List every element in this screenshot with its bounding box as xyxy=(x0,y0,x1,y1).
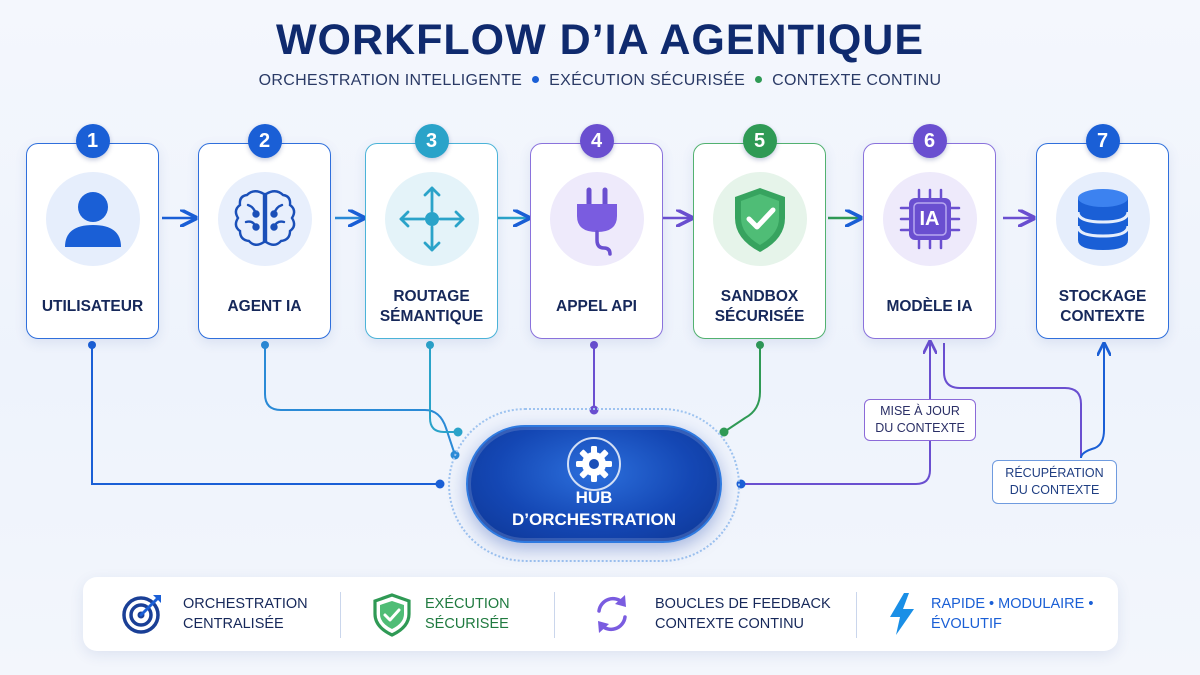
plug-icon xyxy=(549,172,644,266)
refresh-cycle-icon xyxy=(597,595,627,633)
target-icon xyxy=(122,595,161,634)
node-appel-api[interactable]: 4 APPEL API xyxy=(530,124,663,339)
routing-arrows-icon xyxy=(384,172,479,266)
note-mise-a-jour-contexte: MISE À JOUR DU CONTEXTE xyxy=(864,399,976,441)
node-number-badge: 1 xyxy=(75,124,110,158)
link-retrieval-storage xyxy=(1080,345,1104,459)
footer-divider xyxy=(554,592,555,638)
feature-text: EXÉCUTION SÉCURISÉE xyxy=(425,596,510,632)
feature-text: RAPIDE • MODULAIRE • ÉVOLUTIF xyxy=(931,596,1094,632)
node-agent-ia[interactable]: 2 AGENT IA xyxy=(198,124,331,339)
features-footer: ORCHESTRATION CENTRALISÉE EXÉCUTION SÉCU… xyxy=(83,577,1118,651)
node-number-badge: 3 xyxy=(414,124,449,158)
lightning-icon xyxy=(890,593,914,635)
orchestration-hub[interactable]: HUB D’ORCHESTRATION xyxy=(466,425,722,543)
feature-execution: EXÉCUTION SÉCURISÉE xyxy=(369,577,569,651)
chip-text: IA xyxy=(919,208,940,230)
node-utilisateur[interactable]: 1 UTILISATEUR xyxy=(26,124,159,339)
user-icon xyxy=(45,172,140,266)
feature-rapide: RAPIDE • MODULAIRE • ÉVOLUTIF xyxy=(887,577,1102,651)
node-label: UTILISATEUR xyxy=(41,297,144,315)
feature-text: ORCHESTRATION CENTRALISÉE xyxy=(183,596,308,632)
subtitle-part-2: EXÉCUTION SÉCURISÉE xyxy=(549,72,746,89)
node-number-badge: 7 xyxy=(1085,124,1120,158)
node-label: ROUTAGE SÉMANTIQUE xyxy=(379,287,484,325)
shield-check-icon xyxy=(712,172,807,266)
node-label: AGENT IA xyxy=(227,297,302,315)
page-subtitle: ORCHESTRATION INTELLIGENTE EXÉCUTION SÉCU… xyxy=(0,72,1200,90)
node-number-badge: 5 xyxy=(742,124,777,158)
feature-orchestration: ORCHESTRATION CENTRALISÉE xyxy=(119,577,349,651)
brain-icon xyxy=(217,172,312,266)
shield-check-icon xyxy=(373,593,411,637)
node-modele-ia[interactable]: 6 IA MODÈLE IA xyxy=(863,124,996,339)
footer-divider xyxy=(340,592,341,638)
gear-icon xyxy=(567,437,621,491)
subtitle-dot-green xyxy=(755,76,763,84)
hub-label: HUB D’ORCHESTRATION xyxy=(511,488,676,529)
link-routing-hub xyxy=(429,345,458,433)
subtitle-part-3: CONTEXTE CONTINU xyxy=(772,72,942,89)
node-number-badge: 4 xyxy=(579,124,614,158)
node-label: APPEL API xyxy=(556,297,637,315)
link-storage-model xyxy=(943,343,1082,458)
link-sandbox-hub xyxy=(723,345,761,433)
note-recuperation-contexte: RÉCUPÉRATION DU CONTEXTE xyxy=(992,460,1117,504)
node-sandbox-securisee[interactable]: 5 SANDBOX SÉCURISÉE xyxy=(693,124,826,339)
hub-dotted-ring xyxy=(448,408,740,562)
node-label: STOCKAGE CONTEXTE xyxy=(1058,287,1147,325)
subtitle-part-1: ORCHESTRATION INTELLIGENTE xyxy=(258,72,523,89)
node-number-badge: 2 xyxy=(247,124,282,158)
node-number-badge: 6 xyxy=(912,124,947,158)
subtitle-dot-blue xyxy=(532,76,540,84)
node-stockage-contexte[interactable]: 7 STOCKAGE CONTEXTE xyxy=(1036,124,1169,339)
page-title: WORKFLOW D’IA AGENTIQUE xyxy=(275,16,925,64)
footer-divider xyxy=(856,592,857,638)
node-label: MODÈLE IA xyxy=(886,297,973,315)
link-agent-hub xyxy=(264,345,456,456)
feature-text: BOUCLES DE FEEDBACK CONTEXTE CONTINU xyxy=(655,596,831,632)
node-routage-semantique[interactable]: 3 ROUTAGE SÉMANTIQUE xyxy=(365,124,498,339)
chip-icon: IA xyxy=(882,172,977,266)
feature-feedback: BOUCLES DE FEEDBACK CONTEXTE CONTINU xyxy=(589,577,849,651)
link-hub-model xyxy=(741,343,930,485)
database-icon xyxy=(1055,172,1150,266)
link-user-hub xyxy=(91,345,440,485)
node-label: SANDBOX SÉCURISÉE xyxy=(714,287,805,325)
